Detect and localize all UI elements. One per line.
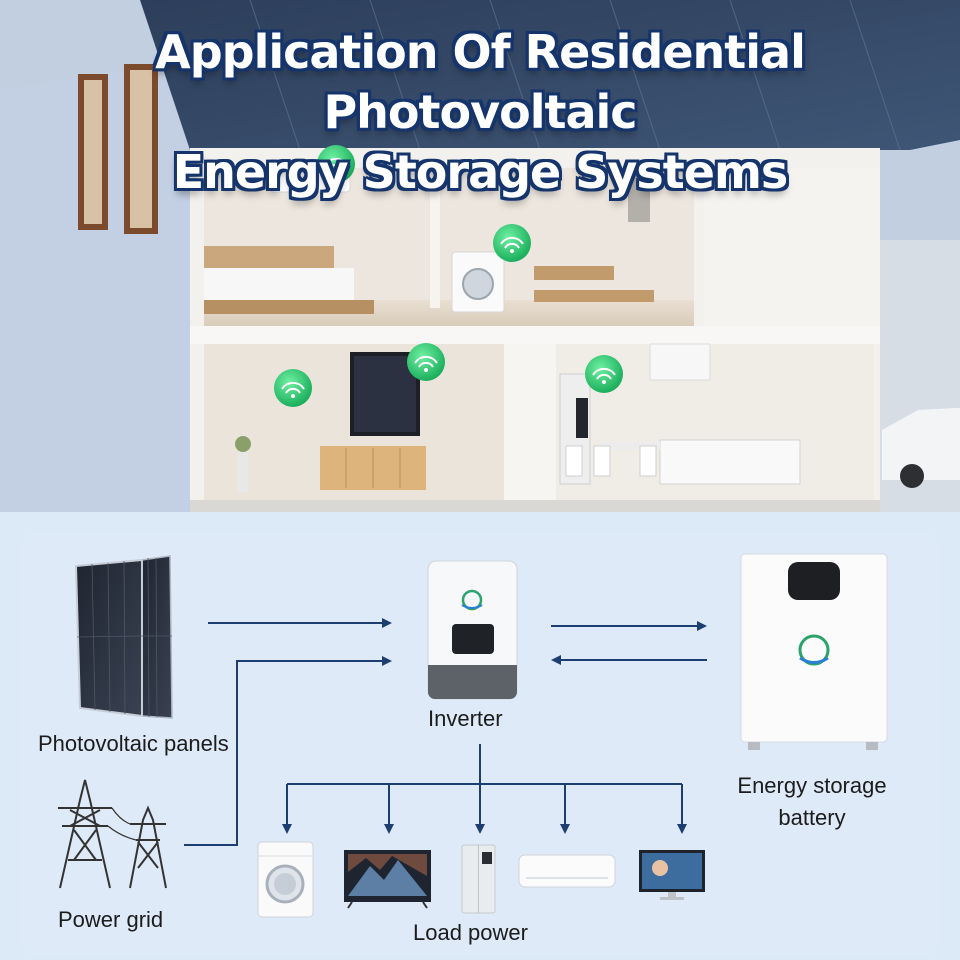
wifi-icon — [493, 224, 531, 262]
air-conditioner-icon — [518, 854, 616, 888]
house-illustration: Application Of Residential Photovoltaic … — [0, 0, 960, 512]
tv-icon — [344, 850, 431, 909]
inverter-label: Inverter — [428, 706, 503, 731]
title-line-1: Application Of Residential Photovoltaic — [155, 25, 806, 139]
photovoltaic-label: Photovoltaic panels — [38, 731, 229, 756]
monitor-icon — [639, 850, 705, 900]
battery-label-line-1: Energy storage — [737, 773, 887, 798]
refrigerator-icon — [461, 844, 496, 914]
wifi-icon — [274, 369, 312, 407]
wifi-icon — [407, 343, 445, 381]
connectors — [184, 618, 707, 846]
battery-label: Energy storage battery — [724, 770, 900, 834]
page-title: Application Of Residential Photovoltaic … — [0, 22, 960, 202]
title-line-2: Energy Storage Systems — [172, 145, 789, 199]
wifi-icon — [317, 145, 355, 183]
solar-panel-icon — [74, 555, 173, 719]
power-tower-icon — [58, 779, 167, 889]
inverter-icon — [427, 560, 518, 700]
power-grid-label: Power grid — [58, 907, 164, 932]
house-scene — [0, 0, 960, 512]
wifi-icon — [585, 355, 623, 393]
arrow-grid-to-inverter — [184, 656, 392, 846]
load-power-label: Load power — [413, 920, 528, 945]
washing-machine-icon — [257, 841, 314, 918]
battery-label-line-2: battery — [778, 805, 846, 830]
battery-cabinet-icon — [740, 553, 888, 750]
